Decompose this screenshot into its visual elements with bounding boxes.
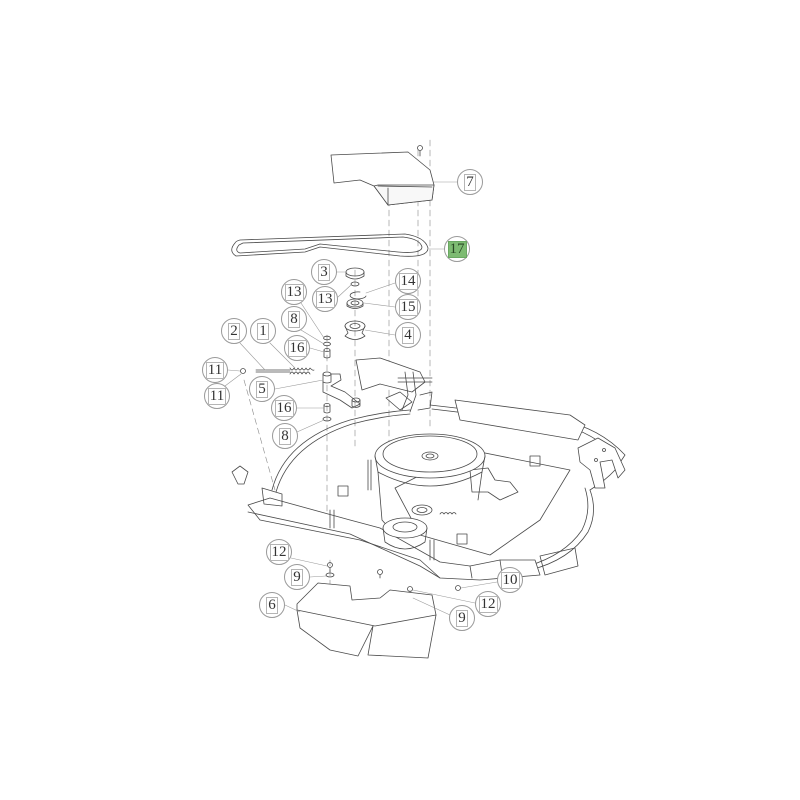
callout-part-13-right[interactable]: 13 — [312, 286, 338, 312]
callout-number: 4 — [402, 326, 414, 344]
part-8-16-upper-stack — [323, 335, 331, 359]
clutch-pulley — [382, 504, 457, 561]
callout-number: 12 — [269, 543, 289, 561]
callout-part-4[interactable]: 4 — [395, 322, 421, 348]
callout-number: 14 — [398, 272, 418, 290]
callout-number: 9 — [456, 609, 468, 627]
callout-part-6[interactable]: 6 — [259, 592, 285, 618]
callout-part-2[interactable]: 2 — [221, 318, 247, 344]
callout-number: 17 — [447, 240, 467, 258]
tension-lever-bracket — [355, 357, 433, 413]
part-17-v-belt — [231, 233, 429, 257]
part-11-nut — [240, 368, 246, 374]
part-4-idler-pulley — [344, 320, 366, 340]
callout-number: 1 — [257, 322, 269, 340]
callout-number: 11 — [207, 387, 227, 405]
callout-number: 7 — [464, 173, 476, 191]
callout-number: 6 — [266, 596, 278, 614]
callout-leader-lines — [224, 181, 498, 616]
callout-number: 16 — [274, 399, 294, 417]
callout-number: 8 — [279, 427, 291, 445]
callout-part-17-highlighted[interactable]: 17 — [444, 236, 470, 262]
callout-part-9-right[interactable]: 9 — [449, 605, 475, 631]
part-14-circlip — [349, 291, 367, 300]
callout-number: 10 — [500, 571, 520, 589]
callout-number: 5 — [256, 380, 268, 398]
callout-part-11-upper[interactable]: 11 — [202, 357, 228, 383]
part-6-front-shield — [296, 582, 437, 659]
callout-part-15[interactable]: 15 — [395, 294, 421, 320]
callout-part-7[interactable]: 7 — [457, 169, 483, 195]
part-2-rod-and-part-1-spring — [255, 367, 315, 375]
main-spindle-pulley — [374, 433, 486, 531]
callout-part-13-left[interactable]: 13 — [281, 279, 307, 305]
callout-part-16-lower[interactable]: 16 — [271, 395, 297, 421]
callout-part-11-lower[interactable]: 11 — [204, 383, 230, 409]
callout-number: 13 — [284, 283, 304, 301]
part-5-idler-arm — [322, 371, 361, 409]
callout-number: 15 — [398, 298, 418, 316]
part-16-8-lower-stack — [322, 403, 332, 422]
callout-number: 3 — [318, 263, 330, 281]
part-15-bearing — [346, 298, 364, 309]
part-7-belt-cover — [330, 145, 435, 206]
mower-deck-housing — [231, 399, 626, 581]
callout-number: 2 — [228, 322, 240, 340]
callout-number: 13 — [315, 290, 335, 308]
callout-number: 11 — [205, 361, 225, 379]
callout-part-3[interactable]: 3 — [311, 259, 337, 285]
part-13-ring — [350, 281, 360, 287]
discharge-chute — [539, 547, 579, 576]
callout-part-16-upper[interactable]: 16 — [284, 335, 310, 361]
callout-part-8-lower[interactable]: 8 — [272, 423, 298, 449]
callout-part-12-right[interactable]: 12 — [475, 591, 501, 617]
callout-part-12-left[interactable]: 12 — [266, 539, 292, 565]
callout-number: 16 — [287, 339, 307, 357]
callout-part-8-upper[interactable]: 8 — [281, 306, 307, 332]
callout-number: 12 — [478, 595, 498, 613]
callout-number: 9 — [291, 568, 303, 586]
callout-part-5[interactable]: 5 — [249, 376, 275, 402]
callout-part-1[interactable]: 1 — [250, 318, 276, 344]
callout-number: 8 — [288, 310, 300, 328]
callout-part-14[interactable]: 14 — [395, 268, 421, 294]
callout-part-10[interactable]: 10 — [497, 567, 523, 593]
callout-part-9-left[interactable]: 9 — [284, 564, 310, 590]
